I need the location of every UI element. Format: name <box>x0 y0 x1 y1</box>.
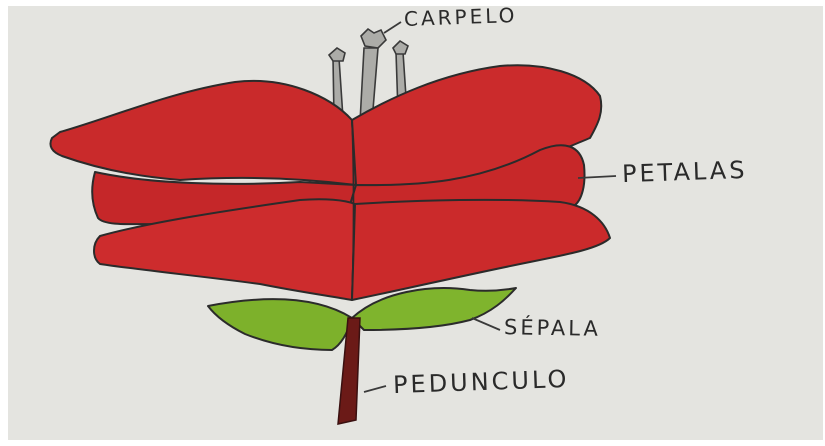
petal-lower-right <box>352 200 610 300</box>
pedunculo-pointer-line <box>364 386 386 392</box>
petals <box>50 65 610 300</box>
carpel-left-tip <box>329 48 345 61</box>
label-sepala: SÉPALA <box>504 317 601 340</box>
label-petalas: PETALAS <box>622 158 748 186</box>
label-pedunculo: PEDUNCULO <box>393 367 570 397</box>
petal-upper-left <box>50 81 356 185</box>
carpel-right-tip <box>393 41 408 54</box>
label-carpelo: CARPELO <box>404 5 518 29</box>
carpelo-pointer-line <box>384 22 401 33</box>
sepala-pointer-line <box>472 318 500 330</box>
carpel-center-tip <box>361 29 386 48</box>
sepal-left <box>208 299 352 350</box>
